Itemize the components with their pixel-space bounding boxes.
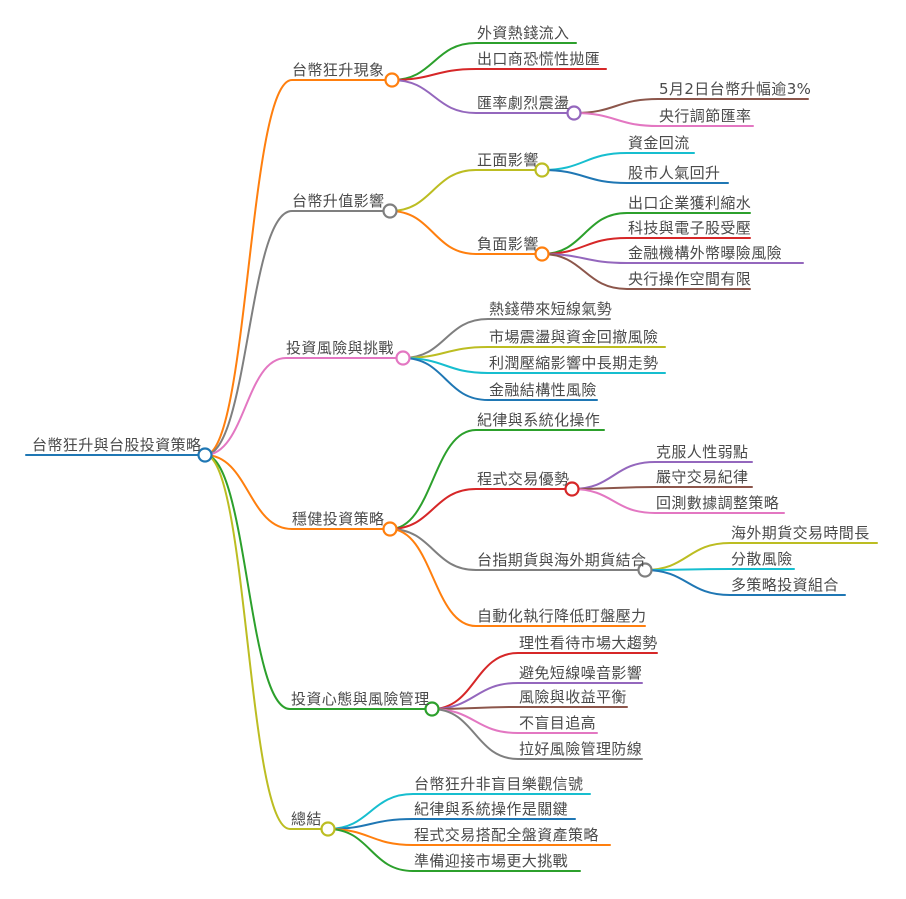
node-toggle-circle[interactable] xyxy=(637,562,653,578)
node-label: 央行操作空間有限 xyxy=(628,270,752,288)
node-toggle-circle[interactable] xyxy=(534,246,550,262)
branch-link xyxy=(391,42,577,81)
node-label: 科技與電子股受壓 xyxy=(628,219,752,237)
node-label: 自動化執行降低盯盤壓力 xyxy=(477,607,647,625)
node-label: 多策略投資組合 xyxy=(731,576,839,594)
node-label: 台幣升值影響 xyxy=(292,192,385,210)
node-label: 台幣狂升現象 xyxy=(292,61,385,79)
node-label: 出口商恐慌性拋匯 xyxy=(477,50,601,68)
branch-link xyxy=(541,152,695,171)
node-toggle-circle[interactable] xyxy=(382,521,398,537)
branch-link xyxy=(644,568,795,571)
branch-link xyxy=(571,488,785,514)
root-node-label: 台幣狂升與台股投資策略 xyxy=(32,436,202,454)
node-label: 紀律與系統化操作 xyxy=(477,411,601,429)
branch-link xyxy=(573,98,809,114)
branch-link xyxy=(204,454,385,530)
node-label: 央行調節匯率 xyxy=(659,107,752,125)
branch-link xyxy=(391,79,569,114)
branch-link xyxy=(644,542,878,571)
branch-link xyxy=(389,528,646,627)
node-toggle-circle[interactable] xyxy=(197,447,213,463)
branch-link xyxy=(571,486,753,490)
node-label: 出口企業獲利縮水 xyxy=(628,194,752,212)
node-label: 台幣狂升非盲目樂觀信號 xyxy=(414,775,584,793)
node-label: 理性看待市場大趨勢 xyxy=(519,634,658,652)
branch-link xyxy=(389,429,605,530)
node-toggle-circle[interactable] xyxy=(566,105,582,121)
branch-link xyxy=(204,79,387,456)
node-label: 海外期貨交易時間長 xyxy=(731,524,870,542)
branch-link xyxy=(431,708,643,760)
branch-link xyxy=(391,68,607,81)
node-label: 市場震盪與資金回撤風險 xyxy=(489,328,659,346)
node-label: 5月2日台幣升幅逾3% xyxy=(659,80,812,98)
node-toggle-circle[interactable] xyxy=(534,162,550,178)
node-label: 穩健投資策略 xyxy=(292,510,385,528)
node-label: 台指期貨與海外期貨結合 xyxy=(477,551,647,569)
node-label: 投資風險與挑戰 xyxy=(286,339,394,357)
node-label: 總結 xyxy=(291,810,322,828)
branch-link xyxy=(327,793,591,830)
branch-link xyxy=(431,706,628,710)
branch-link xyxy=(573,112,754,127)
branch-link xyxy=(541,237,751,255)
branch-link xyxy=(541,212,751,255)
node-label: 程式交易優勢 xyxy=(477,470,570,488)
node-label: 準備迎接市場更大挑戰 xyxy=(414,852,569,870)
node-toggle-circle[interactable] xyxy=(384,72,400,88)
node-label: 程式交易搭配全盤資產策略 xyxy=(414,826,599,844)
node-label: 匯率劇烈震盪 xyxy=(477,94,570,112)
branch-link xyxy=(389,528,640,571)
node-toggle-circle[interactable] xyxy=(424,701,440,717)
branch-link xyxy=(431,682,643,710)
branch-link xyxy=(389,210,537,255)
node-label: 拉好風險管理防線 xyxy=(519,740,643,758)
node-label: 利潤壓縮影響中長期走勢 xyxy=(489,354,659,372)
node-toggle-circle[interactable] xyxy=(382,203,398,219)
branch-link xyxy=(571,461,753,490)
branch-link xyxy=(327,828,581,872)
node-label: 投資心態與風險管理 xyxy=(291,690,430,708)
branch-link xyxy=(204,210,385,456)
node-label: 外資熱錢流入 xyxy=(477,24,570,42)
branch-link xyxy=(327,818,576,830)
node-toggle-circle[interactable] xyxy=(564,481,580,497)
branch-link xyxy=(204,454,323,830)
node-label: 股市人氣回升 xyxy=(628,164,721,182)
node-label: 克服人性弱點 xyxy=(656,443,749,461)
node-toggle-circle[interactable] xyxy=(320,821,336,837)
node-label: 金融機構外幣曝險風險 xyxy=(628,244,783,262)
node-label: 回測數據調整策略 xyxy=(656,494,780,512)
branch-link xyxy=(204,454,427,710)
branch-link xyxy=(541,169,729,184)
node-label: 分散風險 xyxy=(731,550,793,568)
node-label: 避免短線噪音影響 xyxy=(519,664,643,682)
branch-link xyxy=(431,652,658,710)
branch-link xyxy=(402,318,611,359)
node-label: 正面影響 xyxy=(477,151,539,169)
node-label: 風險與收益平衡 xyxy=(519,688,627,706)
branch-link xyxy=(402,346,666,359)
node-label: 熱錢帶來短線氣勢 xyxy=(489,300,613,318)
branch-link xyxy=(402,357,598,401)
branch-link xyxy=(541,253,751,290)
node-label: 紀律與系統操作是關鍵 xyxy=(414,800,569,818)
branch-link xyxy=(204,357,398,456)
branch-link xyxy=(389,488,567,530)
node-label: 資金回流 xyxy=(628,134,690,152)
node-label: 金融結構性風險 xyxy=(489,381,597,399)
node-toggle-circle[interactable] xyxy=(395,350,411,366)
branch-link xyxy=(644,569,846,596)
branch-link xyxy=(389,169,537,212)
node-label: 負面影響 xyxy=(477,235,539,253)
node-label: 不盲目追高 xyxy=(519,714,597,732)
node-label: 嚴守交易紀律 xyxy=(656,468,749,486)
